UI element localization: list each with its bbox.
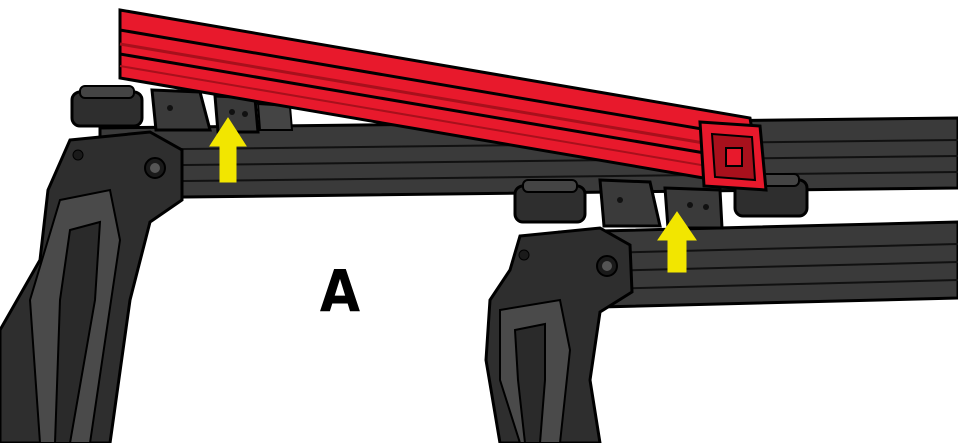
right-support-leg	[484, 226, 634, 443]
red-crossbar	[118, 8, 768, 192]
up-arrow-icon	[657, 211, 697, 273]
step-label: A	[320, 257, 361, 325]
up-arrow-icon	[209, 117, 247, 183]
right-bracket	[598, 178, 662, 228]
left-support-leg	[0, 130, 184, 443]
left-bracket	[150, 88, 212, 132]
right-mount-assembly	[513, 173, 809, 230]
